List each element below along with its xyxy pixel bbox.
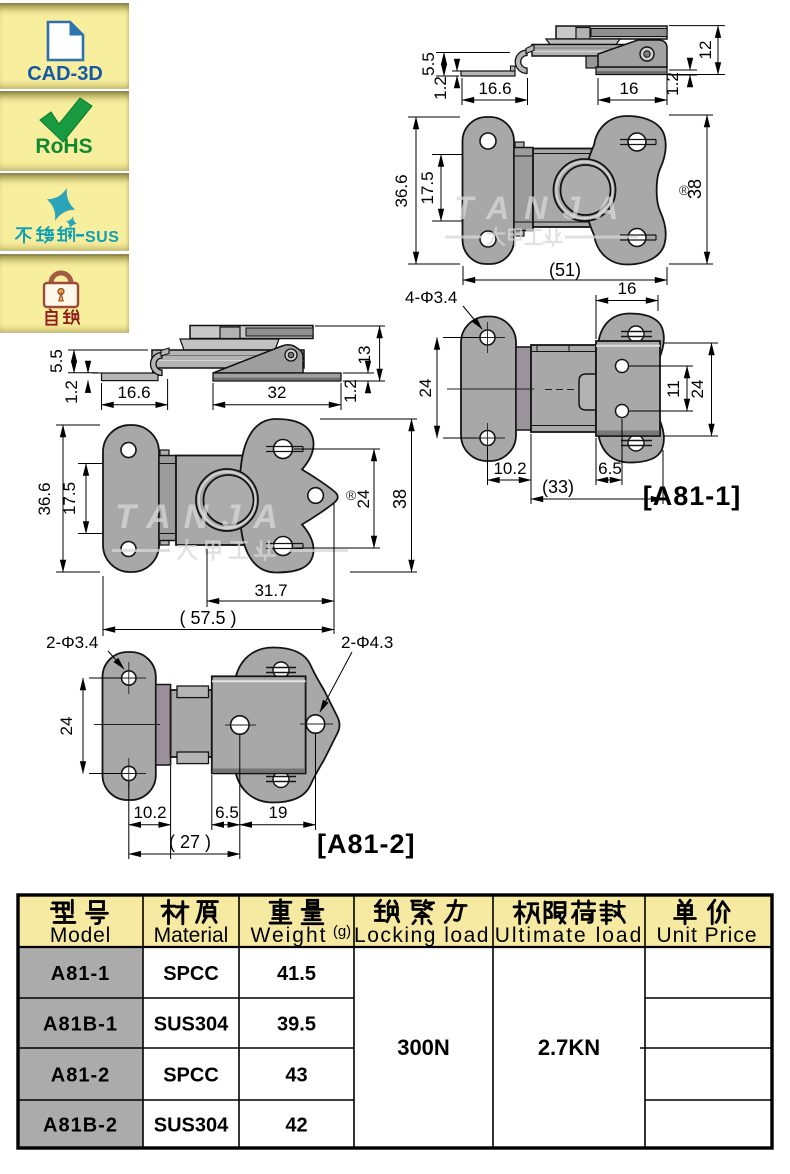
svg-text:41.5: 41.5 (277, 963, 316, 985)
svg-text:(51): (51) (549, 260, 581, 280)
svg-text:( 57.5 ): ( 57.5 ) (179, 608, 236, 628)
svg-text:19: 19 (269, 803, 288, 822)
svg-text:[A81-1]: [A81-1] (643, 481, 742, 511)
svg-text:38: 38 (390, 489, 410, 509)
svg-text:2.7KN: 2.7KN (538, 1035, 600, 1060)
svg-text:Weight: Weight (251, 924, 328, 947)
svg-text:17.5: 17.5 (60, 482, 79, 515)
svg-text:Locking load: Locking load (354, 924, 490, 947)
svg-text:( 27 ): ( 27 ) (169, 832, 211, 852)
svg-text:36.6: 36.6 (392, 174, 411, 207)
svg-text:CAD-3D: CAD-3D (27, 63, 103, 85)
svg-text:®: ® (679, 182, 690, 198)
svg-text:32: 32 (268, 383, 287, 402)
svg-text:Model: Model (50, 924, 111, 947)
svg-text:16.6: 16.6 (117, 383, 150, 402)
svg-text:12: 12 (696, 41, 715, 60)
svg-text:42: 42 (285, 1115, 307, 1137)
svg-text:®: ® (346, 487, 357, 503)
svg-text:1.2: 1.2 (341, 379, 360, 403)
svg-text:4-Φ3.4: 4-Φ3.4 (405, 288, 457, 307)
svg-text:24: 24 (416, 379, 435, 398)
svg-text:SPCC: SPCC (163, 1065, 219, 1087)
svg-text:13: 13 (355, 346, 374, 365)
svg-text:SUS304: SUS304 (154, 1115, 229, 1137)
svg-text:TANJA: TANJA (115, 498, 291, 536)
svg-text:2-Φ4.3: 2-Φ4.3 (341, 633, 393, 652)
svg-text:1.2: 1.2 (663, 72, 682, 96)
svg-text:10.2: 10.2 (133, 803, 166, 822)
svg-text:6.5: 6.5 (598, 459, 622, 478)
svg-text:A81-1: A81-1 (51, 963, 110, 985)
svg-text:5.5: 5.5 (47, 349, 66, 373)
svg-text:43: 43 (285, 1065, 307, 1087)
svg-text:10.2: 10.2 (493, 459, 526, 478)
svg-text:Material: Material (154, 924, 229, 947)
svg-text:5.5: 5.5 (419, 52, 438, 76)
svg-text:(33): (33) (542, 477, 574, 497)
svg-text:6.5: 6.5 (215, 803, 239, 822)
svg-text:Unit Price: Unit Price (656, 924, 757, 947)
svg-text:[A81-2]: [A81-2] (317, 829, 416, 859)
svg-text:16: 16 (618, 279, 637, 298)
svg-text:SUS304: SUS304 (154, 1014, 229, 1036)
svg-text:36.6: 36.6 (35, 482, 54, 515)
svg-text:39.5: 39.5 (277, 1014, 316, 1036)
svg-text:SPCC: SPCC (163, 963, 219, 985)
svg-text:2-Φ3.4: 2-Φ3.4 (46, 633, 98, 652)
svg-text:SUS: SUS (85, 229, 119, 246)
svg-text:TANJA: TANJA (454, 190, 633, 226)
svg-text:300N: 300N (397, 1035, 450, 1060)
svg-text:Ultimate load: Ultimate load (495, 924, 644, 947)
svg-text:38: 38 (685, 179, 705, 199)
svg-text:24: 24 (688, 380, 707, 399)
svg-text:1.2: 1.2 (431, 76, 450, 100)
svg-text:31.7: 31.7 (254, 581, 287, 600)
svg-text:16: 16 (620, 79, 639, 98)
svg-text:RoHS: RoHS (35, 135, 92, 158)
svg-text:A81B-2: A81B-2 (43, 1115, 118, 1137)
svg-text:24: 24 (57, 717, 76, 736)
svg-text:(g): (g) (333, 923, 351, 940)
svg-text:A81B-1: A81B-1 (43, 1014, 118, 1036)
svg-text:1.2: 1.2 (62, 380, 81, 404)
svg-text:A81-2: A81-2 (51, 1065, 110, 1087)
svg-text:16.6: 16.6 (478, 79, 511, 98)
svg-text:24: 24 (354, 490, 373, 509)
svg-text:17.5: 17.5 (418, 171, 437, 204)
svg-text:11: 11 (664, 380, 683, 398)
